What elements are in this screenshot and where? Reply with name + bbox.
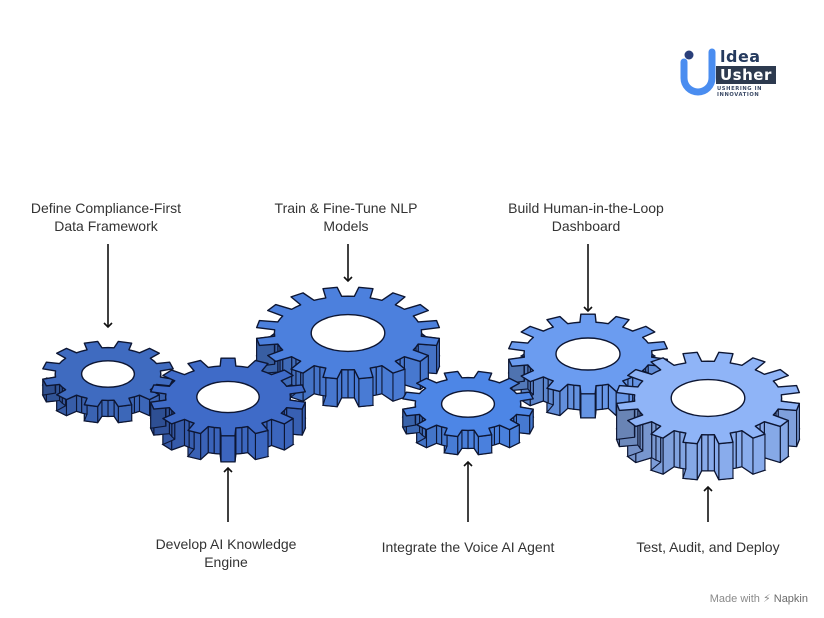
step-label-build: Build Human-in-the-Loop Dashboard <box>466 199 706 235</box>
gear-hole <box>310 313 386 353</box>
gear-hole <box>555 337 621 371</box>
step-label-line: Data Framework <box>54 218 158 234</box>
step-label-test: Test, Audit, and Deploy <box>588 538 824 556</box>
made-with-text: Made with <box>709 593 760 605</box>
gear-train <box>255 286 441 408</box>
step-label-line: Models <box>323 218 369 234</box>
step-label-line: Build Human-in-the-Loop <box>508 200 664 216</box>
napkin-icon: ⚡ <box>762 593 771 605</box>
step-label-line: Engine <box>204 554 248 570</box>
gear-hole <box>670 378 746 418</box>
napkin-brand: Napkin <box>773 593 808 605</box>
step-label-line: Dashboard <box>551 218 621 234</box>
step-label-develop: Develop AI Knowledge Engine <box>106 535 346 571</box>
step-label-line: Train & Fine-Tune NLP <box>274 200 418 216</box>
gear-test <box>615 351 801 481</box>
step-label-line: Test, Audit, and Deploy <box>636 539 780 555</box>
gear-integrate <box>401 370 535 456</box>
made-with-napkin: Made with ⚡ Napkin <box>710 592 808 605</box>
step-label-train: Train & Fine-Tune NLP Models <box>226 199 466 235</box>
step-label-line: Define Compliance-First <box>30 200 182 216</box>
gear-define <box>41 340 175 424</box>
logo-tagline: USHERING IN INNOVATION <box>717 86 763 98</box>
gear-develop <box>149 357 307 463</box>
logo-word-usher: Usher <box>716 66 776 84</box>
logo-u-mark-icon <box>680 48 716 96</box>
gear-hole <box>80 360 136 388</box>
idea-usher-logo: ldea Usher USHERING IN INNOVATION <box>680 46 798 98</box>
step-label-define: Define Compliance-First Data Framework <box>0 199 226 235</box>
gear-hole <box>196 380 260 414</box>
gear-hole <box>440 390 496 418</box>
step-label-line: Integrate the Voice AI Agent <box>381 539 555 555</box>
step-label-line: Develop AI Knowledge <box>155 536 297 552</box>
step-label-integrate: Integrate the Voice AI Agent <box>348 538 588 556</box>
logo-word-idea: ldea <box>720 47 761 66</box>
